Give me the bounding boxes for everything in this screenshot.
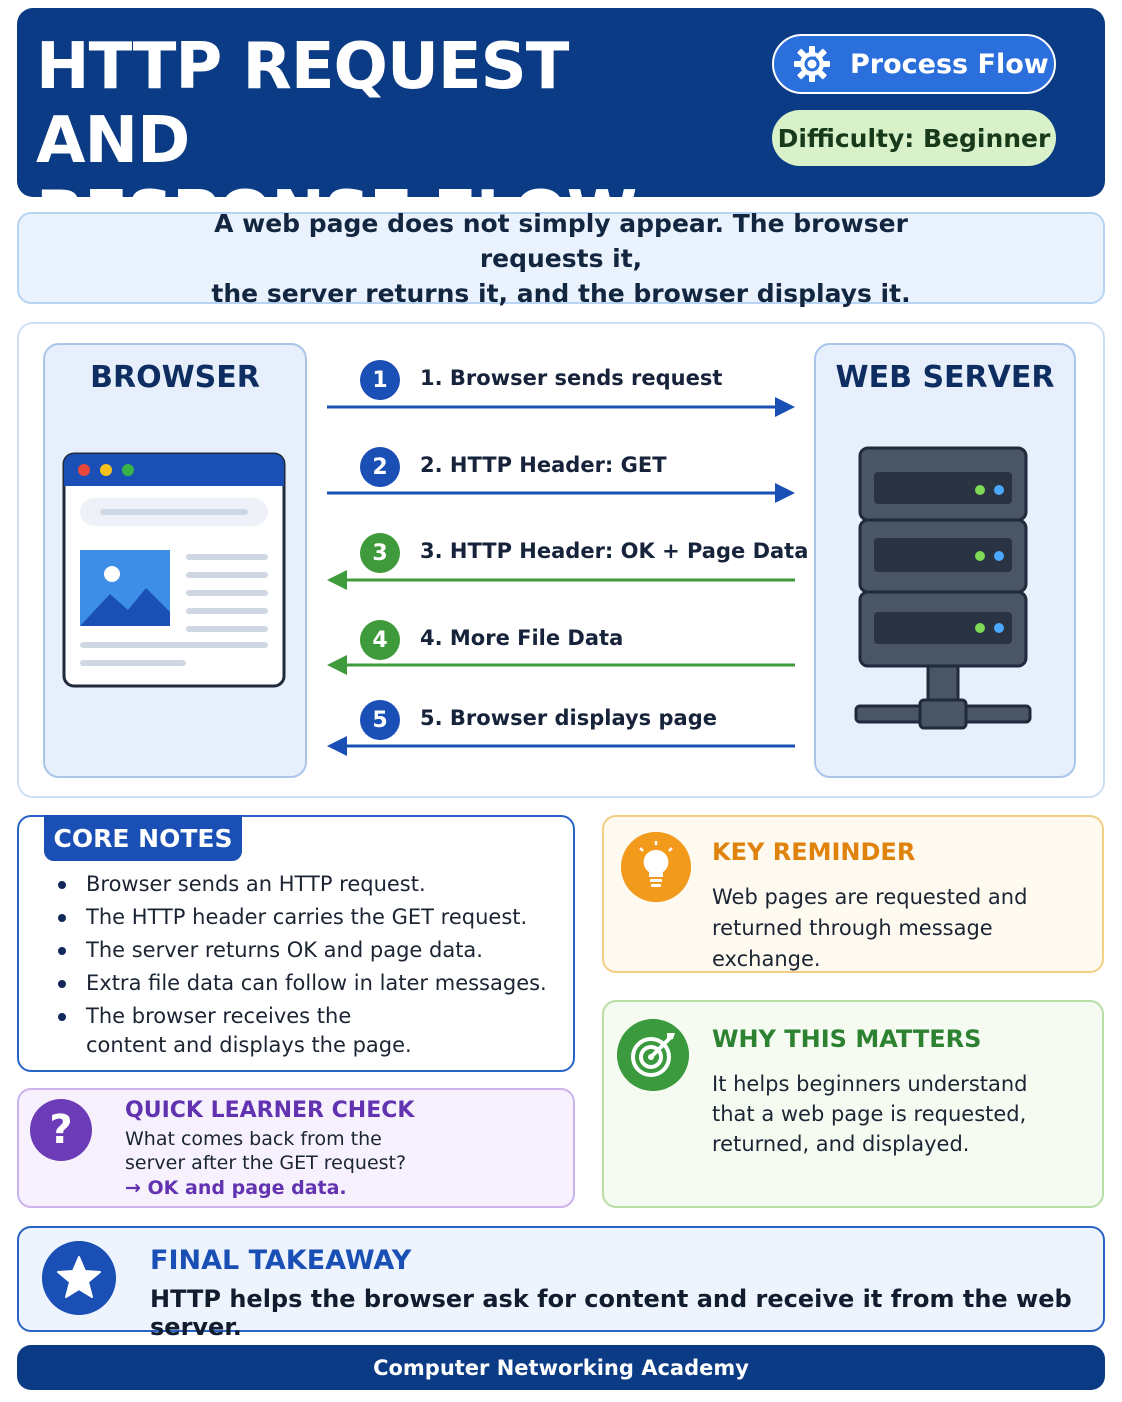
list-item: Extra file data can follow in later mess… [56,969,556,998]
question-icon: ? [30,1099,92,1161]
star-icon [42,1241,116,1315]
arrow-head [775,483,795,503]
lightbulb-icon [621,832,691,902]
key-reminder-title: KEY REMINDER [712,838,916,866]
step-label: 2. HTTP Header: GET [420,453,667,477]
why-matters-card [602,1000,1104,1208]
step-arrow [327,655,795,675]
step-number-circle: 1 [360,360,400,400]
arrow-head [327,570,347,590]
quick-check-title: QUICK LEARNER CHECK [125,1098,415,1123]
target-icon [617,1019,689,1091]
intro-text: A web page does not simply appear. The b… [151,206,971,311]
list-item: The browser receives the content and dis… [56,1002,416,1060]
final-takeaway-title: FINAL TAKEAWAY [150,1245,412,1276]
step-label: 1. Browser sends request [420,366,723,390]
web-server-node-title: WEB SERVER [835,360,1055,395]
difficulty-badge: Difficulty: Beginner [772,110,1056,166]
list-item: Browser sends an HTTP request. [56,870,556,899]
browser-node-title: BROWSER [90,360,260,395]
process-flow-label: Process Flow [850,48,1049,80]
final-takeaway-text: HTTP helps the browser ask for content a… [150,1285,1072,1341]
step-arrow [327,570,795,590]
browser-window-icon [62,452,286,688]
quick-check-card [17,1088,575,1208]
step-arrow [327,397,795,417]
intro-line-1: A web page does not simply appear. The b… [214,208,908,273]
arrow-head [327,655,347,675]
difficulty-label: Difficulty: Beginner [777,123,1051,153]
step-number-circle: 5 [360,700,400,740]
intro-line-2: the server returns it, and the browser d… [211,278,911,308]
footer-text: Computer Networking Academy [373,1355,749,1380]
step-label: 4. More File Data [420,626,624,650]
step-arrow [327,483,795,503]
key-reminder-text: Web pages are requested and returned thr… [712,885,1028,971]
step-number-circle: 4 [360,620,400,660]
quick-check-question: What comes back from the server after th… [125,1128,407,1174]
step-label: 3. HTTP Header: OK + Page Data [420,539,809,563]
gear-sync-icon [794,46,830,82]
core-notes-list: Browser sends an HTTP request. The HTTP … [56,870,556,1064]
arrow-head [775,397,795,417]
core-notes-title: CORE NOTES [44,815,242,861]
list-item: The server returns OK and page data. [56,936,556,965]
intro-box: A web page does not simply appear. The b… [17,209,1105,308]
step-label: 5. Browser displays page [420,706,717,730]
title-line-1: HTTP REQUEST AND [36,30,569,178]
why-matters-title: WHY THIS MATTERS [712,1025,982,1053]
final-takeaway-card [17,1226,1105,1332]
arrow-head [327,736,347,756]
quick-check-answer: → OK and page data. [125,1177,347,1199]
step-arrow [327,736,795,756]
step-number-circle: 3 [360,533,400,573]
footer-bar: Computer Networking Academy [17,1345,1105,1390]
step-number-circle: 2 [360,447,400,487]
list-item: The HTTP header carries the GET request. [56,903,556,932]
why-matters-text: It helps beginners understand that a web… [712,1072,1028,1156]
server-rack-icon [854,446,1032,730]
process-flow-badge: Process Flow [772,34,1056,94]
key-reminder-card [602,815,1104,973]
